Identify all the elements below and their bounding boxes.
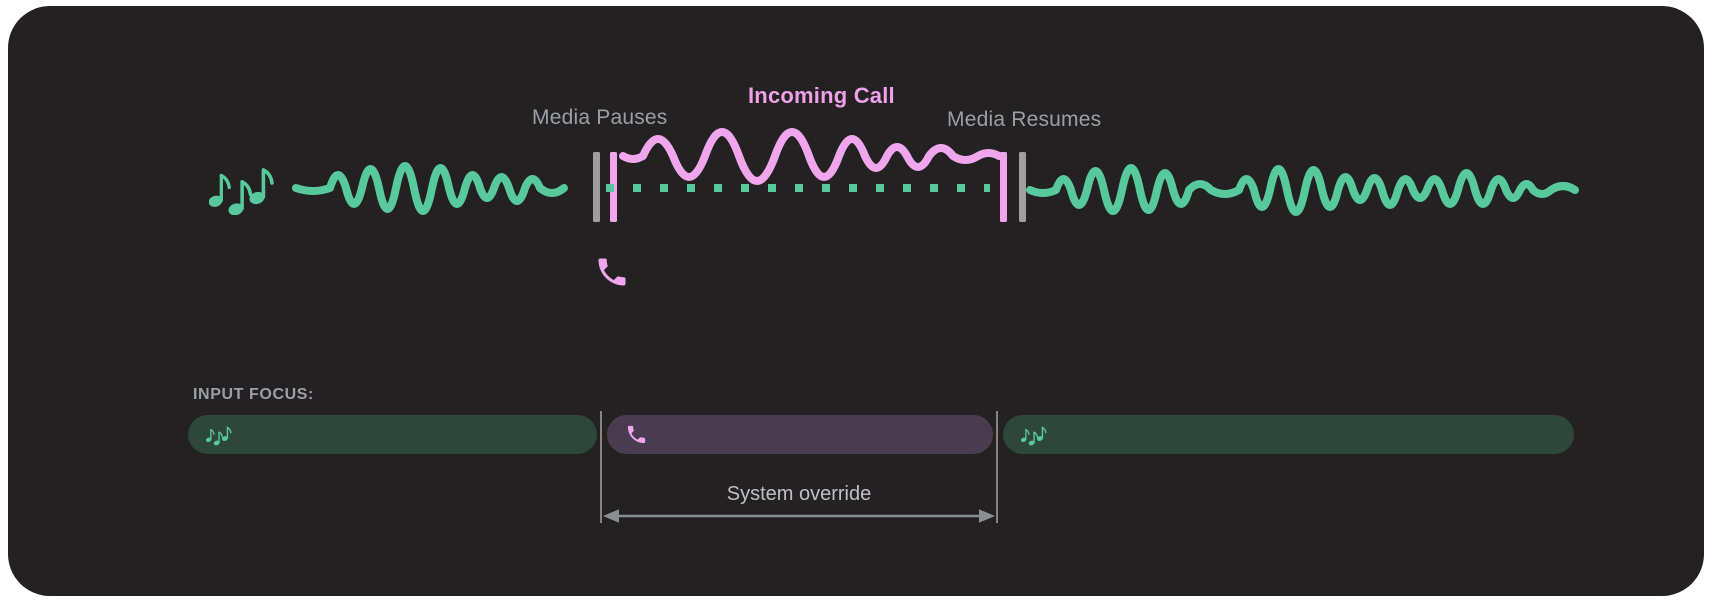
music-notes-icon [209,163,275,215]
music-notes-icon [1021,424,1047,446]
override-guide-line-left [600,411,602,523]
dark-panel [8,6,1704,596]
resume-marker-gray-bar [1019,152,1026,222]
override-guide-line-right [996,411,998,523]
input-focus-label: INPUT FOCUS: [193,386,314,403]
phone-icon [627,425,646,444]
focus-segment-media-1 [188,415,597,454]
resume-marker-pink-bar [1000,152,1007,222]
system-override-label: System override [726,483,872,505]
phone-icon [598,258,626,286]
incoming-call-label: Incoming Call [748,83,895,108]
pause-marker-gray-bar [593,152,600,222]
focus-segment-media-2 [1003,415,1574,454]
paused-media-dotted-line [606,184,990,192]
media-pauses-label: Media Pauses [532,106,668,129]
music-notes-icon [206,424,232,446]
media-resumes-label: Media Resumes [947,108,1102,131]
focus-segment-call [607,415,993,454]
